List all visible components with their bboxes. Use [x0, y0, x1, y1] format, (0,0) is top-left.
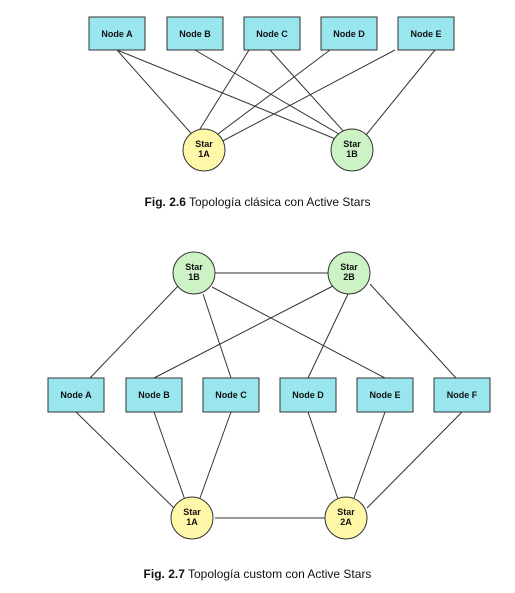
- edge-fig27-nodeE-star2A: [353, 411, 386, 499]
- star-label-line2: 1B: [346, 149, 358, 159]
- node-label: Node A: [101, 29, 133, 39]
- star-label-line2: 1A: [186, 517, 198, 527]
- node-label: Node D: [333, 29, 365, 39]
- edge-fig26-nodeA-star1A: [116, 49, 198, 141]
- edge-fig27-nodeC-star1B: [202, 293, 232, 379]
- node-label: Node E: [369, 390, 400, 400]
- fig27-node-b: Node B: [125, 377, 183, 413]
- node-label: Node B: [138, 390, 170, 400]
- edge-fig26-nodeC-star1A: [194, 49, 250, 138]
- edge-fig26-nodeE-star1B: [365, 49, 436, 136]
- star-label-line1: Star: [343, 139, 361, 149]
- edge-fig27-nodeF-star2B: [369, 283, 457, 379]
- fig26-caption-text: Topología clásica con Active Stars: [185, 195, 371, 209]
- edge-fig27-nodeD-star2B: [307, 293, 349, 379]
- edge-fig27-nodeB-star2B: [153, 285, 334, 379]
- fig26-edges: [116, 49, 436, 146]
- star-label-line1: Star: [185, 262, 203, 272]
- fig26-nodes: Node A Node B Node C Node D Node E: [88, 16, 455, 51]
- fig27-edges: [75, 272, 463, 519]
- fig27-star-2b: Star 2B: [327, 251, 371, 295]
- edge-fig26-nodeB-star1B: [194, 49, 345, 138]
- star-label-line1: Star: [340, 262, 358, 272]
- fig26-star-1a: Star 1A: [182, 128, 226, 172]
- edge-fig27-nodeB-star1A: [153, 411, 186, 501]
- fig27-node-f: Node F: [433, 377, 491, 413]
- fig27-star-1b: Star 1B: [172, 251, 216, 295]
- fig26-node-a: Node A: [88, 16, 146, 51]
- star-label-line2: 1A: [198, 149, 210, 159]
- fig26-node-c: Node C: [243, 16, 301, 51]
- edge-fig26-nodeD-star1A: [209, 49, 331, 141]
- fig27-star-2a: Star 2A: [324, 496, 368, 540]
- fig26-node-b: Node B: [166, 16, 224, 51]
- fig26-star-1b: Star 1B: [330, 128, 374, 172]
- node-label: Node E: [410, 29, 441, 39]
- edge-fig26-nodeA-star1B: [116, 49, 339, 141]
- fig27-node-d: Node D: [279, 377, 337, 413]
- node-label: Node F: [447, 390, 478, 400]
- fig26-node-e: Node E: [397, 16, 455, 51]
- edge-fig27-nodeA-star1A: [75, 411, 177, 511]
- edge-fig27-nodeE-star1B: [211, 286, 386, 379]
- fig27-node-e: Node E: [356, 377, 414, 413]
- edge-fig26-nodeE-star1A: [214, 49, 396, 146]
- fig27-nodes: Node A Node B Node C Node D Node E Node …: [47, 377, 491, 413]
- star-label-line1: Star: [195, 139, 213, 149]
- node-label: Node D: [292, 390, 324, 400]
- node-label: Node B: [179, 29, 211, 39]
- fig27-node-c: Node C: [202, 377, 260, 413]
- fig26-caption-number: Fig. 2.6: [144, 195, 186, 209]
- star-label-line2: 2A: [340, 517, 352, 527]
- fig27-caption-number: Fig. 2.7: [143, 567, 185, 581]
- star-label-line2: 1B: [188, 272, 200, 282]
- fig26-node-d: Node D: [320, 16, 378, 51]
- edge-fig27-nodeC-star1A: [199, 411, 232, 499]
- node-label: Node A: [60, 390, 92, 400]
- node-label: Node C: [256, 29, 288, 39]
- fig26-caption: Fig. 2.6 Topología clásica con Active St…: [0, 195, 515, 209]
- star-label-line1: Star: [337, 507, 355, 517]
- edge-fig27-nodeA-star1B: [89, 284, 180, 379]
- fig27-node-a: Node A: [47, 377, 105, 413]
- edge-fig27-nodeF-star2A: [366, 411, 463, 509]
- edge-fig26-nodeC-star1B: [269, 49, 346, 134]
- node-label: Node C: [215, 390, 247, 400]
- star-label-line1: Star: [183, 507, 201, 517]
- fig27-caption-text: Topología custom con Active Stars: [184, 567, 372, 581]
- fig27-caption: Fig. 2.7 Topología custom con Active Sta…: [0, 567, 515, 581]
- star-label-line2: 2B: [343, 272, 355, 282]
- fig27-star-1a: Star 1A: [170, 496, 214, 540]
- edge-fig27-nodeD-star2A: [307, 411, 339, 500]
